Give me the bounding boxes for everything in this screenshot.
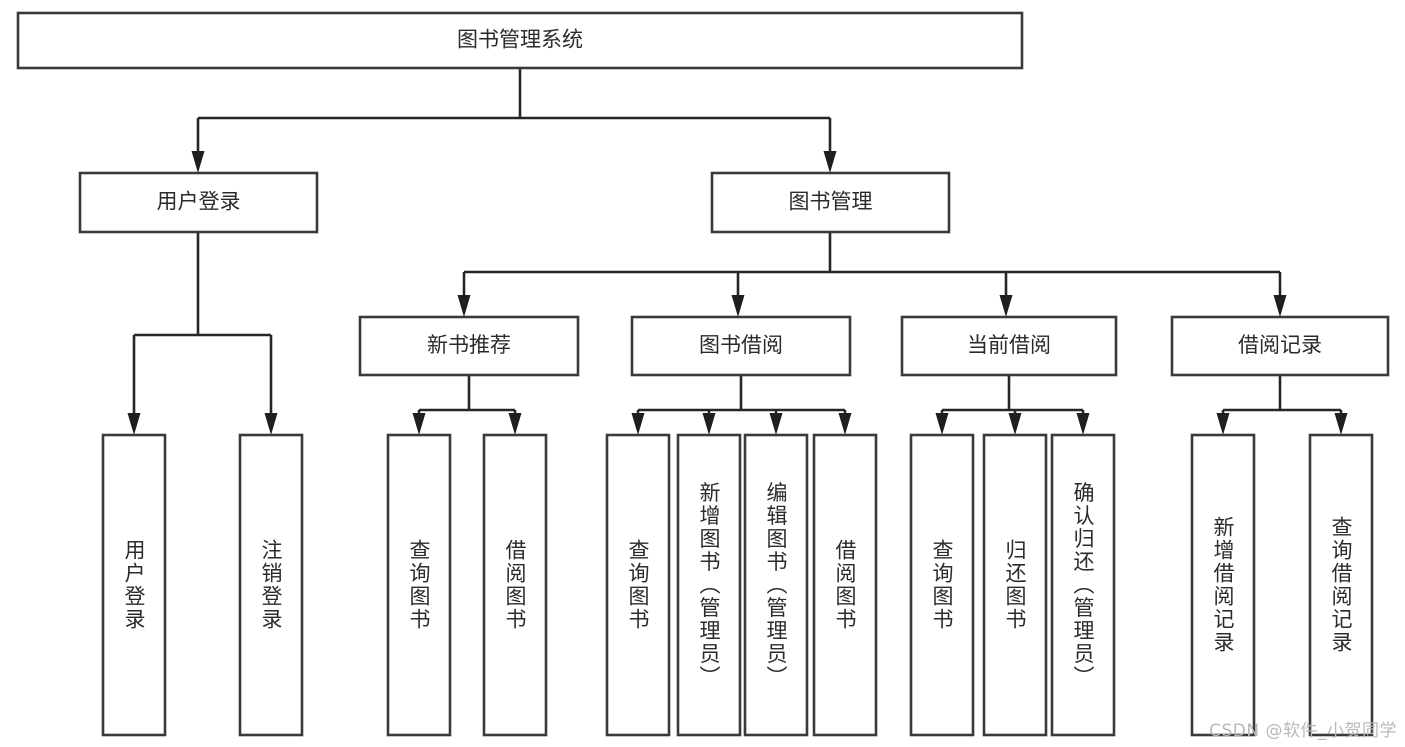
node-leaf-7-box (812, 433, 878, 737)
node-level2-3-box (1170, 315, 1390, 377)
arrow-head-icon (264, 413, 278, 435)
node-leaf-6-label: 编辑图书（管理员） (764, 482, 788, 689)
node-level2-3[interactable]: 借阅记录 (1170, 315, 1390, 377)
node-level2-1[interactable]: 图书借阅 (630, 315, 852, 377)
node-leaf-10-box (1050, 433, 1116, 737)
csdn-watermark: CSDN @软件_小贺同学 (1209, 721, 1397, 741)
node-leaf-0-label: 用户登录 (122, 539, 146, 631)
node-leaf-12-label: 查询借阅记录 (1329, 516, 1353, 654)
node-leaf-12[interactable]: 查询借阅记录 (1308, 433, 1374, 737)
node-level2-2-label: 当前借阅 (967, 333, 1051, 357)
arrow-head-icon (999, 295, 1013, 317)
node-level2-1-label: 图书借阅 (699, 333, 783, 357)
arrow-head-icon (508, 413, 522, 435)
arrow-head-icon (702, 413, 716, 435)
arrow-head-icon (1334, 413, 1348, 435)
node-leaf-9-box (982, 433, 1048, 737)
node-leaf-8[interactable]: 查询图书 (909, 433, 975, 737)
node-leaf-10-label: 确认归还（管理员） (1071, 482, 1095, 689)
arrow-head-icon (823, 151, 837, 173)
arrow-head-icon (838, 413, 852, 435)
node-leaf-5-label: 新增图书（管理员） (697, 482, 721, 689)
node-leaf-11-box (1190, 433, 1256, 737)
node-root[interactable]: 图书管理系统 (16, 11, 1024, 70)
node-leaf-4-label: 查询图书 (626, 539, 650, 631)
node-level1-1-box (710, 171, 951, 234)
node-leaf-1-box (238, 433, 304, 737)
arrow-head-icon (1273, 295, 1287, 317)
arrow-head-icon (1076, 413, 1090, 435)
node-level1-1[interactable]: 图书管理 (710, 171, 951, 234)
node-level2-1-box (630, 315, 852, 377)
node-leaf-1[interactable]: 注销登录 (238, 433, 304, 737)
node-leaf-0-box (101, 433, 167, 737)
node-leaf-7[interactable]: 借阅图书 (812, 433, 878, 737)
node-leaf-12-box (1308, 433, 1374, 737)
node-level1-0-label: 用户登录 (157, 190, 241, 214)
node-leaf-10[interactable]: 确认归还（管理员） (1050, 433, 1116, 737)
node-level2-3-label: 借阅记录 (1238, 333, 1322, 357)
node-leaf-8-box (909, 433, 975, 737)
node-leaf-2[interactable]: 查询图书 (386, 433, 452, 737)
arrow-head-icon (935, 413, 949, 435)
node-level2-2-box (900, 315, 1118, 377)
node-leaf-3-box (482, 433, 548, 737)
node-level2-0[interactable]: 新书推荐 (358, 315, 580, 377)
node-leaf-2-box (386, 433, 452, 737)
node-level1-0-box (78, 171, 319, 234)
arrow-head-icon (731, 295, 745, 317)
node-leaf-4-box (605, 433, 671, 737)
node-level2-2[interactable]: 当前借阅 (900, 315, 1118, 377)
node-level2-0-label: 新书推荐 (427, 333, 511, 357)
node-level2-0-box (358, 315, 580, 377)
arrow-head-icon (412, 413, 426, 435)
node-leaf-9[interactable]: 归还图书 (982, 433, 1048, 737)
node-leaf-0[interactable]: 用户登录 (101, 433, 167, 737)
node-root-label: 图书管理系统 (457, 28, 583, 52)
arrow-head-icon (1216, 413, 1230, 435)
arrow-head-icon (191, 151, 205, 173)
node-leaf-3-label: 借阅图书 (503, 539, 527, 631)
node-root-box (16, 11, 1024, 70)
arrow-head-icon (769, 413, 783, 435)
node-leaf-2-label: 查询图书 (407, 539, 431, 631)
arrow-head-icon (457, 295, 471, 317)
node-leaf-7-label: 借阅图书 (833, 539, 857, 631)
node-leaf-1-label: 注销登录 (259, 539, 283, 631)
arrow-head-icon (127, 413, 141, 435)
node-leaf-9-label: 归还图书 (1003, 539, 1027, 631)
node-level1-1-label: 图书管理 (789, 190, 873, 214)
arrow-head-icon (1008, 413, 1022, 435)
node-leaf-11[interactable]: 新增借阅记录 (1190, 433, 1256, 737)
node-leaf-5[interactable]: 新增图书（管理员） (676, 433, 742, 737)
node-leaf-4[interactable]: 查询图书 (605, 433, 671, 737)
arrow-head-icon (631, 413, 645, 435)
node-leaf-5-box (676, 433, 742, 737)
node-leaf-6[interactable]: 编辑图书（管理员） (743, 433, 809, 737)
node-level1-0[interactable]: 用户登录 (78, 171, 319, 234)
node-leaf-11-label: 新增借阅记录 (1211, 516, 1235, 654)
node-leaf-8-label: 查询图书 (930, 539, 954, 631)
node-leaf-6-box (743, 433, 809, 737)
node-leaf-3[interactable]: 借阅图书 (482, 433, 548, 737)
